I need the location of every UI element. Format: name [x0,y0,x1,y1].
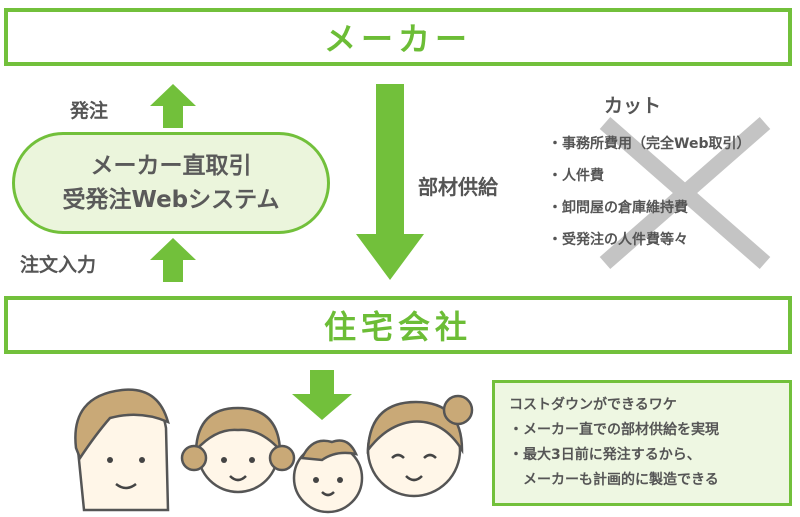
family-illustration-icon [74,388,474,514]
web-system-pill: メーカー直取引 受発注Webシステム [12,132,330,234]
house-company-label: 住宅会社 [323,308,472,346]
baby-face-icon [292,439,364,514]
reasons-line: ・最大3日前に発注するから、 [509,447,701,463]
web-system-line1: メーカー直取引 [90,153,252,179]
cut-title: カット [604,95,662,117]
supply-label: 部材供給 [418,175,498,199]
cut-item: ・受発注の人件費等々 [548,232,688,248]
order-input-label: 注文入力 [20,254,97,276]
cost-down-reasons-box: コストダウンができるワケ ・メーカー直での部材供給を実現 ・最大3日前に発注する… [492,380,792,506]
mother-face-icon [366,394,474,498]
girl-face-icon [180,406,296,494]
reasons-line: メーカーも計画的に製造できる [509,472,719,488]
maker-box: メーカー [4,8,792,66]
supply-down-arrow-icon [356,84,424,280]
cut-item: ・人件費 [548,168,604,184]
father-face-icon [74,388,170,512]
input-up-arrow-icon [150,238,196,282]
reasons-title: コストダウンができるワケ [509,397,677,413]
order-label: 発注 [70,100,109,122]
maker-label: メーカー [323,20,472,58]
house-company-box: 住宅会社 [4,296,792,354]
cut-list: ・事務所費用（完全Web取引） ・人件費 ・卸問屋の倉庫維持費 ・受発注の人件費… [548,128,750,256]
web-system-line2: 受発注Webシステム [62,187,280,213]
cut-item: ・事務所費用（完全Web取引） [548,136,751,152]
cut-item: ・卸問屋の倉庫維持費 [548,200,688,216]
order-up-arrow-icon [150,84,196,128]
cross-out-icon [599,116,771,270]
family-down-arrow-icon [292,370,352,420]
reasons-line: ・メーカー直での部材供給を実現 [509,422,719,438]
